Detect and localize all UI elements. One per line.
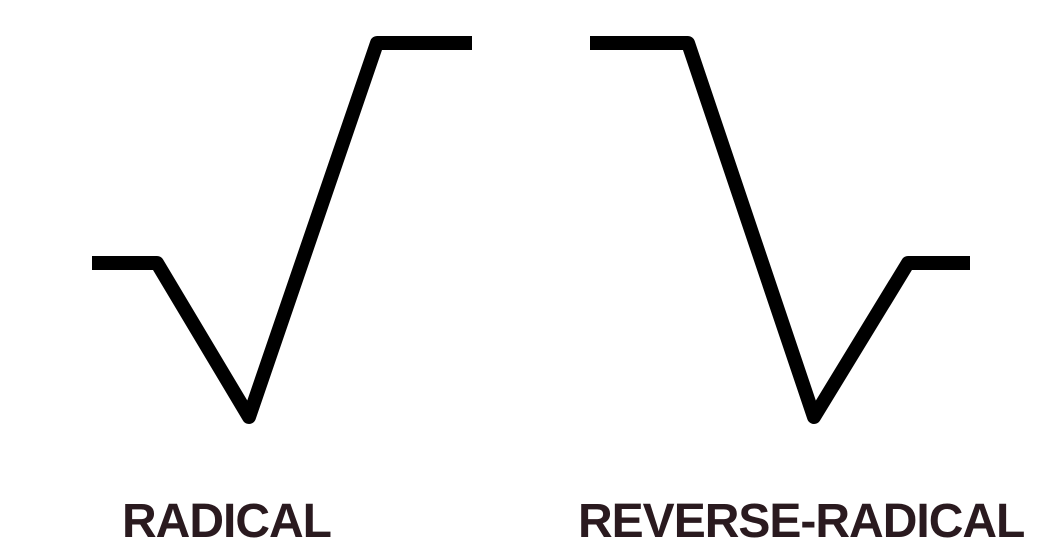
radical-label: RADICAL xyxy=(122,495,332,548)
reverse-radical-label: REVERSE-RADICAL xyxy=(578,495,1025,548)
reverse-radical-symbol xyxy=(590,36,970,424)
radical-symbol xyxy=(92,36,472,424)
